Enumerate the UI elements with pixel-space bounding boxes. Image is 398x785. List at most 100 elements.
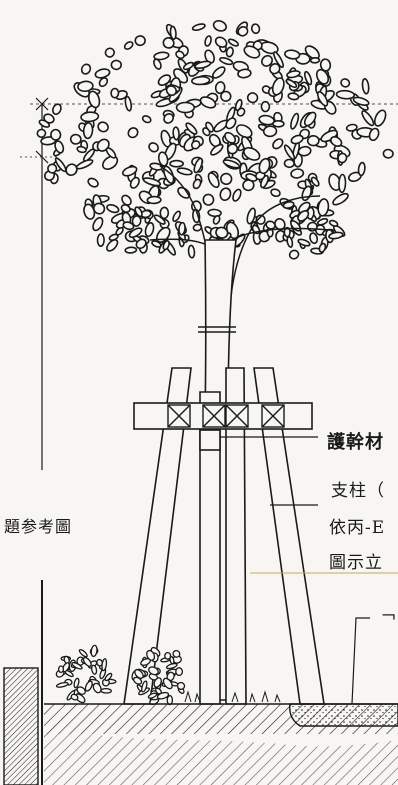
leaf — [328, 231, 344, 240]
leaf — [319, 58, 332, 72]
label-edge-mark: ﹁ — [378, 603, 396, 623]
leaf — [318, 242, 327, 253]
leaf — [332, 192, 349, 206]
leaf — [271, 77, 285, 96]
leaf — [236, 107, 246, 117]
leaf — [265, 220, 276, 230]
leaf — [315, 68, 330, 85]
leaf — [303, 111, 317, 127]
leaf — [157, 151, 169, 167]
leaf — [224, 131, 237, 144]
leaf — [222, 159, 241, 169]
leaf — [260, 100, 271, 113]
leaf — [373, 109, 387, 127]
leaf — [185, 122, 198, 135]
leaf — [92, 216, 104, 232]
leaf — [106, 203, 120, 214]
leaf — [52, 103, 62, 115]
leaf — [243, 45, 261, 59]
leaf — [309, 232, 319, 245]
leaf — [175, 50, 185, 60]
leaf — [246, 92, 259, 104]
leaf — [345, 123, 358, 132]
leaf — [202, 193, 215, 206]
leaf — [235, 124, 253, 139]
leaf — [147, 692, 158, 699]
leaf — [144, 222, 155, 238]
leaf — [310, 176, 320, 187]
leaf — [290, 112, 300, 130]
leaf — [283, 158, 295, 169]
leaf — [368, 127, 380, 142]
leaf — [163, 112, 174, 124]
leaf — [282, 201, 295, 209]
leaf — [36, 128, 47, 138]
leaf — [94, 68, 111, 79]
leaf — [242, 179, 255, 192]
leaf — [290, 134, 304, 145]
leaf — [227, 38, 239, 47]
leaf — [50, 128, 62, 141]
leaf — [382, 148, 394, 159]
leaf — [250, 23, 261, 35]
leaf — [135, 238, 147, 250]
leaf — [225, 117, 237, 130]
leaf — [172, 210, 181, 223]
ground-section — [44, 703, 398, 785]
leaf — [162, 677, 173, 690]
leaf — [142, 177, 162, 187]
leaf — [297, 238, 311, 247]
leaf — [110, 59, 122, 71]
leaf — [148, 142, 159, 153]
grass-tufts — [184, 690, 281, 703]
leaf — [57, 665, 65, 674]
reference-caption: 題参考圖 — [4, 517, 73, 536]
leaf — [146, 195, 162, 205]
leaf — [162, 240, 170, 251]
leaf — [297, 210, 310, 222]
leaf — [54, 140, 65, 154]
leaf — [258, 157, 271, 175]
leaf — [226, 143, 239, 155]
leaf — [75, 159, 94, 170]
leaf — [91, 664, 98, 675]
leaf — [134, 35, 146, 47]
leaf — [121, 194, 132, 206]
leaf — [134, 669, 144, 679]
tree-canopy-icon — [36, 20, 394, 260]
leaf — [191, 75, 211, 86]
leaf — [330, 136, 343, 147]
leaf — [172, 649, 181, 658]
leaf — [178, 221, 186, 236]
leaf — [92, 682, 102, 694]
leaf — [100, 687, 112, 694]
leaf — [210, 143, 224, 156]
leaf — [204, 49, 215, 64]
leaf — [287, 92, 300, 101]
leaf — [104, 47, 115, 58]
leaf — [212, 20, 227, 32]
leaf — [80, 111, 100, 123]
leaf — [191, 23, 206, 31]
leaf — [141, 115, 152, 124]
leaf — [151, 240, 162, 248]
leaf — [270, 188, 281, 198]
hatched-wall-icon — [3, 580, 43, 785]
leaf — [234, 98, 243, 112]
leader-lines — [220, 436, 370, 705]
leaf — [157, 74, 172, 86]
leaf — [212, 66, 226, 79]
leaf — [361, 78, 370, 95]
leaf — [193, 157, 203, 174]
leaf — [192, 178, 202, 190]
leaf — [76, 686, 86, 695]
leaf — [284, 49, 301, 60]
leaf — [272, 51, 285, 69]
leaf — [80, 63, 92, 75]
leaf — [288, 249, 300, 260]
leaf — [237, 68, 252, 79]
leaf — [335, 89, 356, 100]
leaf — [97, 121, 109, 133]
leaf — [337, 152, 348, 164]
